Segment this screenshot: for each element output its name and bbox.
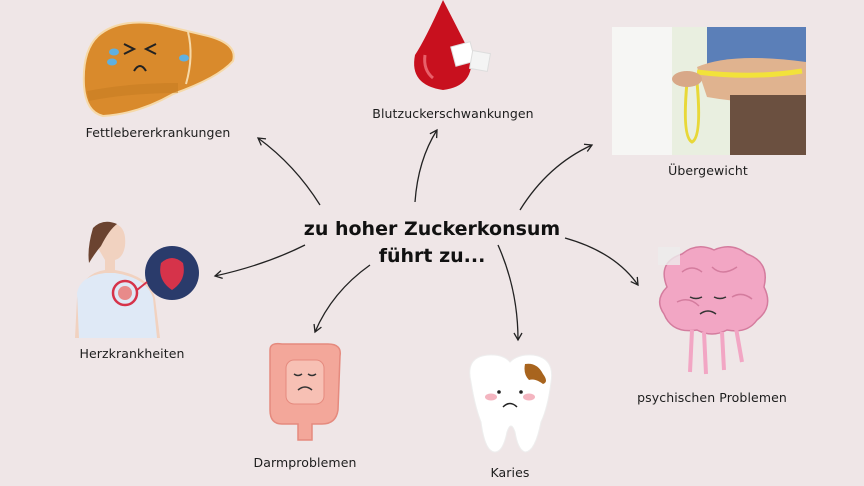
label-blutzucker: Blutzuckerschwankungen xyxy=(372,106,534,121)
arrow-to-heart xyxy=(213,244,306,280)
heart-disease-icon xyxy=(75,221,199,338)
arrow-to-tooth xyxy=(497,244,523,342)
sad-liver-icon xyxy=(82,21,235,118)
label-fettleber: Fettlebererkrankungen xyxy=(85,125,231,140)
label-karies: Karies xyxy=(490,465,530,480)
central-heading: zu hoher Zuckerkonsum führt zu... xyxy=(304,216,560,270)
heading-line-2: führt zu... xyxy=(378,245,486,267)
arrow-to-brain xyxy=(564,237,639,287)
sad-brain-icon xyxy=(658,246,769,375)
sad-intestine-icon xyxy=(269,342,341,441)
heading-line-1: zu hoher Zuckerkonsum xyxy=(303,218,561,240)
arrow-to-intestine xyxy=(313,264,371,334)
arrow-to-blood xyxy=(414,128,438,203)
label-herz: Herzkrankheiten xyxy=(79,346,185,361)
blood-drop-sugar-icon xyxy=(414,0,492,90)
arrow-to-weight xyxy=(519,143,594,211)
label-uebergewicht: Übergewicht xyxy=(668,163,748,178)
label-darm: Darmproblemen xyxy=(253,455,357,470)
decayed-tooth-icon xyxy=(469,354,553,453)
label-psychisch: psychischen Problemen xyxy=(637,390,787,405)
arrow-to-liver xyxy=(256,137,321,206)
waist-measuring-photo xyxy=(612,27,806,155)
